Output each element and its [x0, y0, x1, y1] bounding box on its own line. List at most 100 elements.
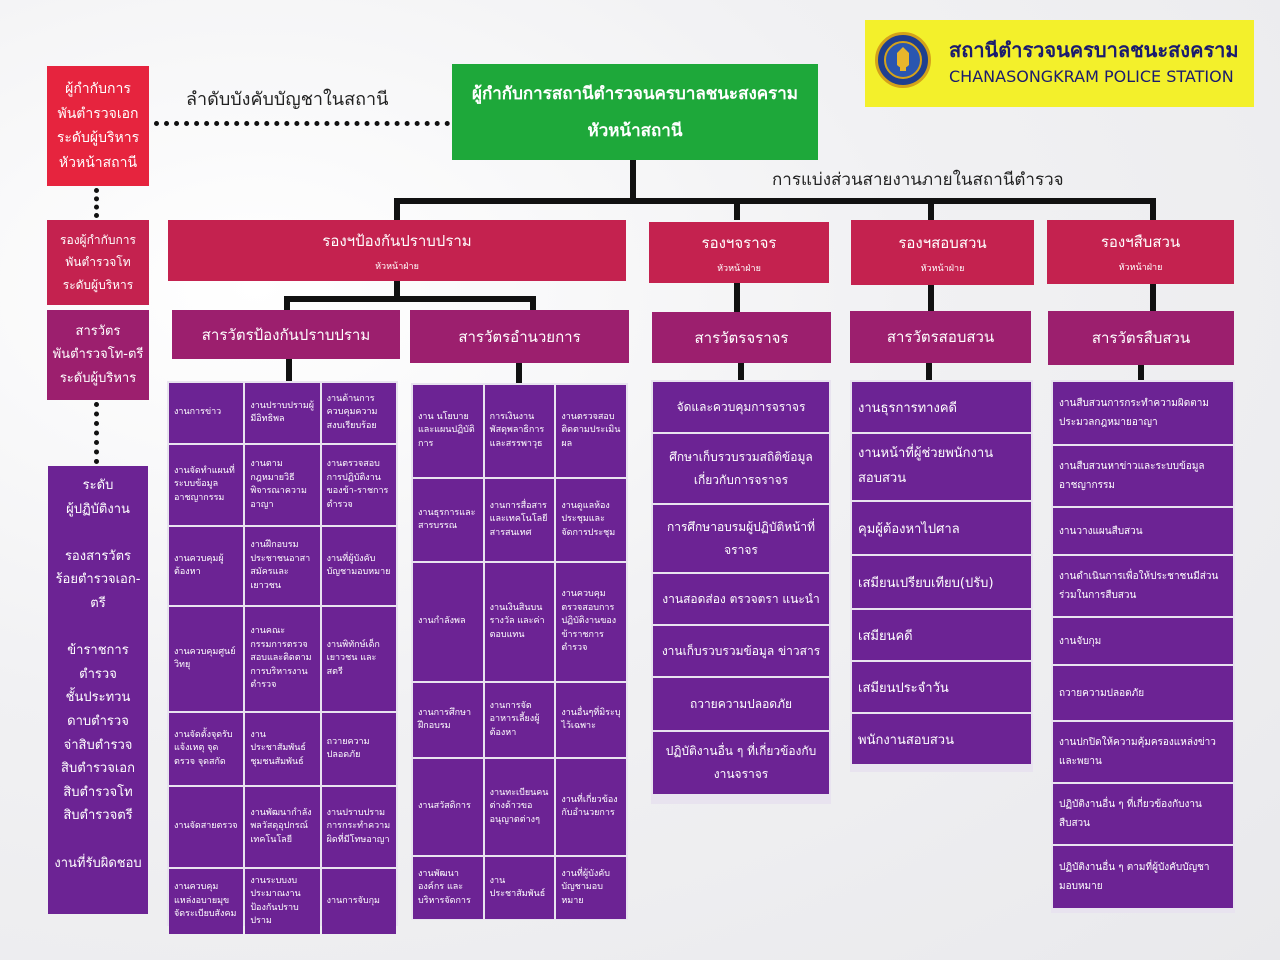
task-item: ศึกษาเก็บรวบรวมสถิติข้อมูลเกี่ยวกับการจร… [653, 434, 829, 503]
task-cell: งานเงินสินบนรางวัล และค่าตอบแทน [484, 563, 555, 681]
connector [286, 358, 292, 382]
inspector-prevention-box: สารวัตรป้องกันปราบปราม [172, 310, 400, 359]
rank-line: ตรี [90, 595, 106, 611]
task-cell: ถวายความปลอดภัย [321, 713, 396, 785]
connector [928, 285, 934, 311]
task-cell: งานอื่นๆที่มิระบุไว้เฉพาะ [556, 683, 626, 757]
connector [394, 280, 400, 300]
task-item: เสมียนเปรียบเทียบ(ปรับ) [852, 556, 1031, 608]
task-item: งานจับกุม [1053, 618, 1233, 664]
rank-line: ระดับผู้บริหาร [62, 277, 134, 292]
connector [284, 296, 290, 310]
task-item: งานเก็บรวบรวมข้อมูล ข่าวสาร [653, 626, 829, 676]
task-cell: งานทะเบียนคนต่างด้าวขออนุญาตต่างๆ [484, 759, 555, 855]
task-cell: งานตามกฎหมายวิธีพิจารณาความอาญา [245, 445, 320, 525]
police-emblem-icon [875, 32, 931, 88]
rank-inspector-box: สารวัตร พันตำรวจโท-ตรี ระดับผู้บริหาร [47, 310, 149, 400]
connector [734, 198, 740, 220]
task-item: จัดและควบคุมการจราจร [653, 382, 829, 432]
rank-line [48, 521, 148, 545]
task-cell: งานระบบงบประมาณงานป้องกันปราบปราม [245, 869, 320, 934]
task-item: การศึกษาอบรมผู้ปฏิบัติหน้าที่จราจร [653, 505, 829, 572]
task-cell: งานการศึกษาฝึกอบรม [413, 683, 483, 757]
connector [630, 160, 636, 204]
rank-operational-box: ระดับ ผู้ปฏิบัติงาน รองสารวัตร ร้อยตำรวจ… [48, 466, 148, 914]
rank-line: ระดับ [82, 478, 114, 493]
task-cell: งานการจับกุม [321, 869, 396, 934]
task-cell: งานปราบปรามการกระทำความผิดที่มีโทษอาญา [321, 787, 396, 867]
rank-deputy-box: รองผู้กำกับการ พันตำรวจโท ระดับผู้บริหาร [47, 220, 149, 305]
connector [1138, 364, 1144, 382]
rank-line: พันตำรวจโท [65, 255, 131, 270]
inspector-interrogation-box: สารวัตรสอบสวน [850, 311, 1031, 363]
station-chief-box: ผู้กำกับการสถานีตำรวจนครบาลชนะสงคราม หัว… [452, 64, 818, 160]
task-item: เสมียนคดี [852, 610, 1031, 660]
task-cell: งานจัดตั้งจุดรับแจ้งเหตุ จุดตรวจ จุดสกัด [169, 713, 244, 785]
task-cell: งานควบคุมศูนย์วิทยุ [169, 607, 244, 711]
rank-line: ดาบตำรวจ [67, 713, 129, 729]
station-name-english: CHANASONGKRAM POLICE STATION [949, 67, 1234, 86]
connector [734, 282, 740, 312]
task-cell: งานตรวจสอบการปฏิบัติงานของข้า-ราชการตำรว… [321, 445, 396, 525]
rank-line: หัวหน้าสถานี [58, 154, 138, 171]
deputy-subtitle: หัวหน้าฝ่าย [920, 263, 965, 274]
task-item: งานวางแผนสืบสวน [1053, 508, 1233, 554]
deputy-title: รองฯสอบสวน [898, 233, 987, 252]
chain-dotted-line [154, 121, 450, 126]
rank-line: ระดับผู้บริหาร [56, 130, 140, 146]
rank-line: ผู้ปฏิบัติงาน [66, 501, 130, 517]
rank-line: สิบตำรวจตรี [63, 808, 133, 824]
task-cell: งานควบคุมผู้ต้องหา [169, 527, 244, 605]
deputy-subtitle: หัวหน้าฝ่าย [717, 263, 761, 274]
rank-line: ข้าราชการ [67, 643, 129, 659]
inspector-investigation-box: สารวัตรสืบสวน [1048, 311, 1234, 365]
rank-line: งานที่รับผิดชอบ [54, 855, 142, 871]
task-item: งานสืบสวนหาข่าวและระบบข้อมูลอาชญากรรม [1053, 446, 1233, 506]
task-cell: งานพัฒนากำลังพลวัสดุอุปกรณ์เทคโนโลยี [245, 787, 320, 867]
task-item: ถวายความปลอดภัย [653, 678, 829, 730]
rank-dotted-line [94, 188, 99, 218]
task-cell: งานด้านการควบคุมความสงบเรียบร้อย [321, 383, 396, 443]
rank-line: ตำรวจ [79, 666, 117, 682]
rank-line: ระดับผู้บริหาร [59, 370, 137, 386]
task-item: ปฏิบัติงานอื่น ๆ ที่เกี่ยวข้องกับงานจราจ… [653, 732, 829, 794]
task-cell: งานประชาสัมพันธ์ [484, 857, 555, 919]
task-item: งานสอดส่อง ตรวจตรา แนะนำ [653, 574, 829, 624]
task-cell: งานดูแลห้องประชุมและจัดการประชุม [556, 479, 626, 561]
rank-line: สิบตำรวจโท [63, 784, 133, 800]
task-cell: งานสวัสดิการ [413, 759, 483, 855]
task-item: ถวายความปลอดภัย [1053, 666, 1233, 720]
rank-line: สารวัตร [75, 323, 121, 339]
deputy-title: รองฯป้องกันปราบปราม [322, 231, 472, 250]
task-cell: งานจัดสายตรวจ [169, 787, 244, 867]
rank-line: จ่าสิบตำรวจ [63, 737, 133, 753]
interrogation-task-list: งานธุรการทางคดี งานหน้าที่ผู้ช่วยพนักงาน… [850, 380, 1033, 772]
deputy-title: รองฯสืบสวน [1100, 233, 1181, 251]
task-cell: งานตรวจสอบติดตามประเมินผล [556, 385, 626, 477]
deputy-subtitle: หัวหน้าฝ่าย [1118, 263, 1163, 273]
task-cell: งานที่เกี่ยวข้องกับอำนวยการ [556, 759, 626, 855]
rank-line [48, 828, 148, 852]
chief-subtitle: หัวหน้าสถานี [587, 121, 683, 141]
task-item: งานหน้าที่ผู้ช่วยพนักงานสอบสวน [852, 434, 1031, 500]
rank-line: รองผู้กำกับการ [60, 233, 136, 248]
task-cell: งานที่ผู้บังคับบัญชามอบหมาย [556, 857, 626, 919]
station-name-thai: สถานีตำรวจนครบาลชนะสงคราม [949, 38, 1239, 62]
task-cell: งานการจัดอาหารเลี้ยงผู้ต้องหา [484, 683, 555, 757]
task-item: คุมผู้ต้องหาไปศาล [852, 502, 1031, 554]
task-cell: งานธุรการและสารบรรณ [413, 479, 483, 561]
rank-line: ชั้นประทวน [65, 690, 131, 706]
task-cell: งานประชาสัมพันธ์ ชุมชนสัมพันธ์ [245, 713, 320, 785]
chain-of-command-label: ลำดับบังคับบัญชาในสถานี [186, 89, 389, 110]
rank-line: ร้อยตำรวจเอก- [55, 572, 141, 588]
inspector-traffic-box: สารวัตรจราจร [652, 312, 831, 363]
task-item: งานสืบสวนการกระทำความผิดตามประมวลกฎหมายอ… [1053, 382, 1233, 444]
task-cell: งานกำลังพล [413, 563, 483, 681]
task-cell: งานควบคุมตรวจสอบการปฏิบัติงานของข้าราชกา… [556, 563, 626, 681]
connector [926, 362, 932, 382]
task-cell: งานคณะกรรมการตรวจสอบและติดตามการบริหารงา… [245, 607, 320, 711]
traffic-task-list: จัดและควบคุมการจราจร ศึกษาเก็บรวบรวมสถิต… [651, 380, 831, 804]
deputy-interrogation-box: รองฯสอบสวน หัวหน้าฝ่าย [851, 220, 1034, 285]
deputy-prevention-box: รองฯป้องกันปราบปราม หัวหน้าฝ่าย [168, 220, 626, 281]
station-logo-box: สถานีตำรวจนครบาลชนะสงคราม CHANASONGKRAM … [865, 20, 1254, 107]
